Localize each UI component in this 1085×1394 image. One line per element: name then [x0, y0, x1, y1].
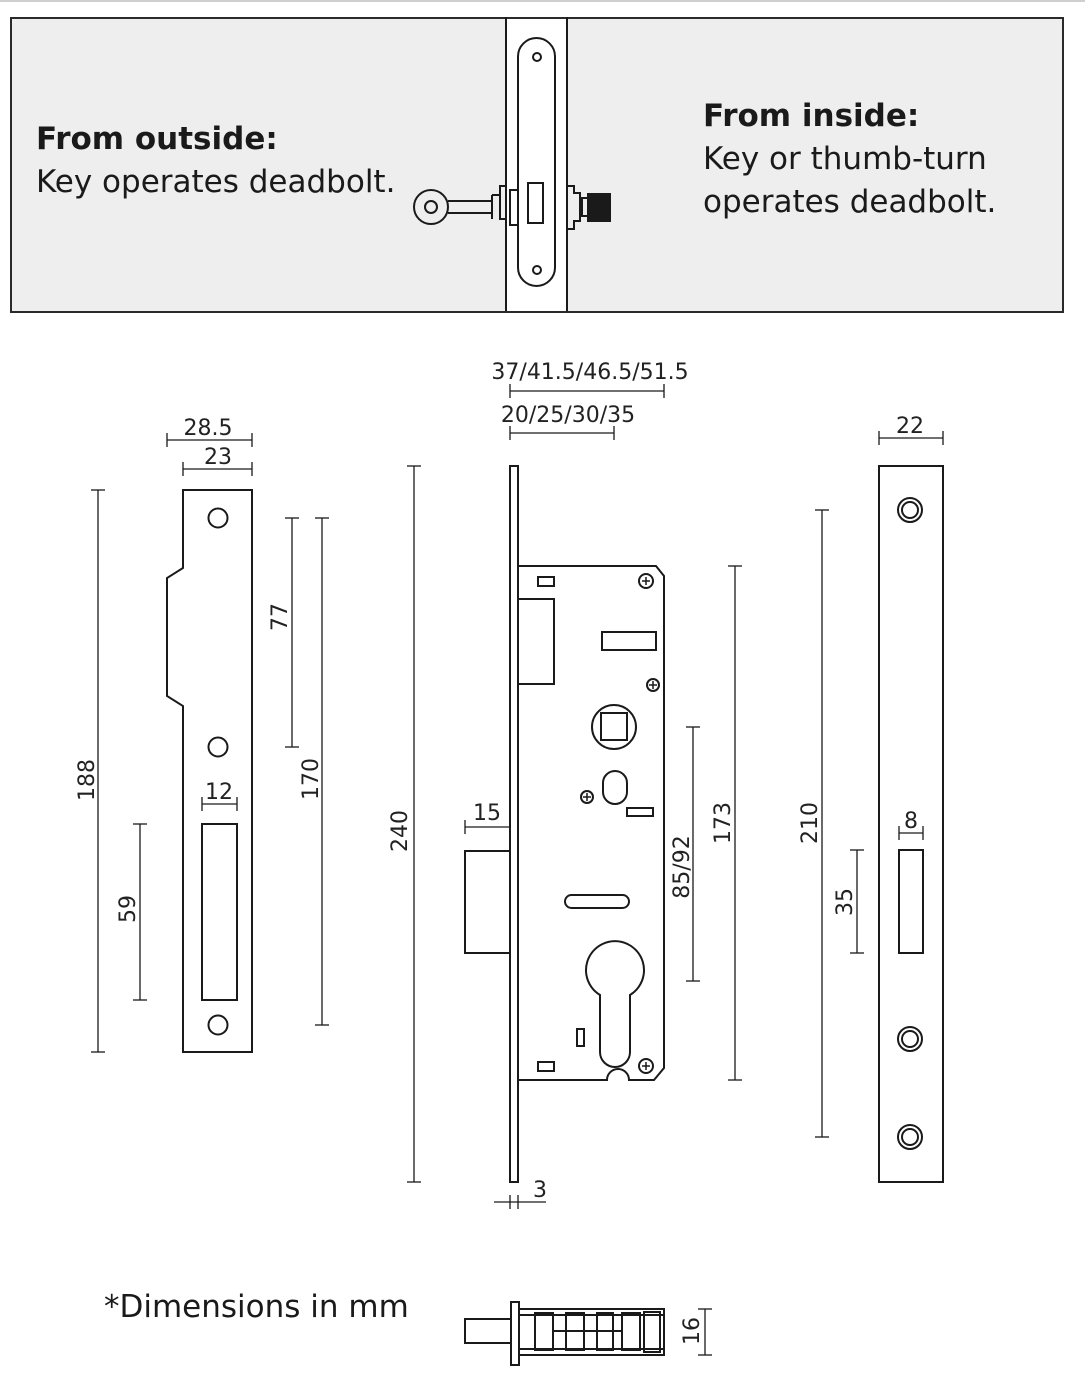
door-section-icon: [505, 17, 568, 311]
inside-body-line-2: operates deadbolt.: [703, 184, 997, 220]
dim-85-92: 85/92: [670, 835, 695, 898]
dim-16: 16: [680, 1317, 705, 1345]
dim-210: 210: [798, 802, 823, 844]
inside-heading: From inside:: [703, 98, 920, 134]
dim-170: 170: [299, 758, 324, 800]
outside-body: Key operates deadbolt.: [36, 164, 396, 200]
outside-caption: From outside: Key operates deadbolt.: [36, 118, 395, 204]
top-rule: [0, 0, 1085, 2]
inside-body-line-1: Key or thumb-turn: [703, 141, 987, 177]
thumb-turn-icon: [567, 185, 611, 230]
dim-188: 188: [75, 759, 100, 801]
inside-caption: From inside: Key or thumb-turn operates …: [703, 95, 996, 224]
outside-heading: From outside:: [36, 121, 278, 157]
strike-plate: [166, 489, 253, 1053]
dim-28-5: 28.5: [184, 416, 233, 441]
dim-173: 173: [711, 802, 736, 844]
dim-35: 35: [833, 888, 858, 916]
dim-240: 240: [388, 810, 413, 852]
dim-77: 77: [268, 603, 293, 631]
key-icon: [413, 185, 519, 226]
footnote: *Dimensions in mm: [104, 1289, 409, 1325]
dim-backset: 37/41.5/46.5/51.5: [491, 360, 688, 385]
faceplate: [878, 465, 944, 1183]
dimension-lines: [91, 384, 944, 1356]
dim-3: 3: [533, 1178, 547, 1203]
dim-15: 15: [473, 801, 501, 826]
dimension-labels: 28.5 23 188 77 170 12 59 37/41.5/46.5/51…: [75, 360, 924, 1345]
dim-backset-case: 20/25/30/35: [501, 403, 635, 428]
bolt-bottom-view: [464, 1301, 665, 1366]
dim-59: 59: [116, 895, 141, 923]
dim-22: 22: [896, 414, 924, 439]
dim-8: 8: [904, 809, 918, 834]
dim-23: 23: [204, 445, 232, 470]
dim-12: 12: [205, 780, 233, 805]
